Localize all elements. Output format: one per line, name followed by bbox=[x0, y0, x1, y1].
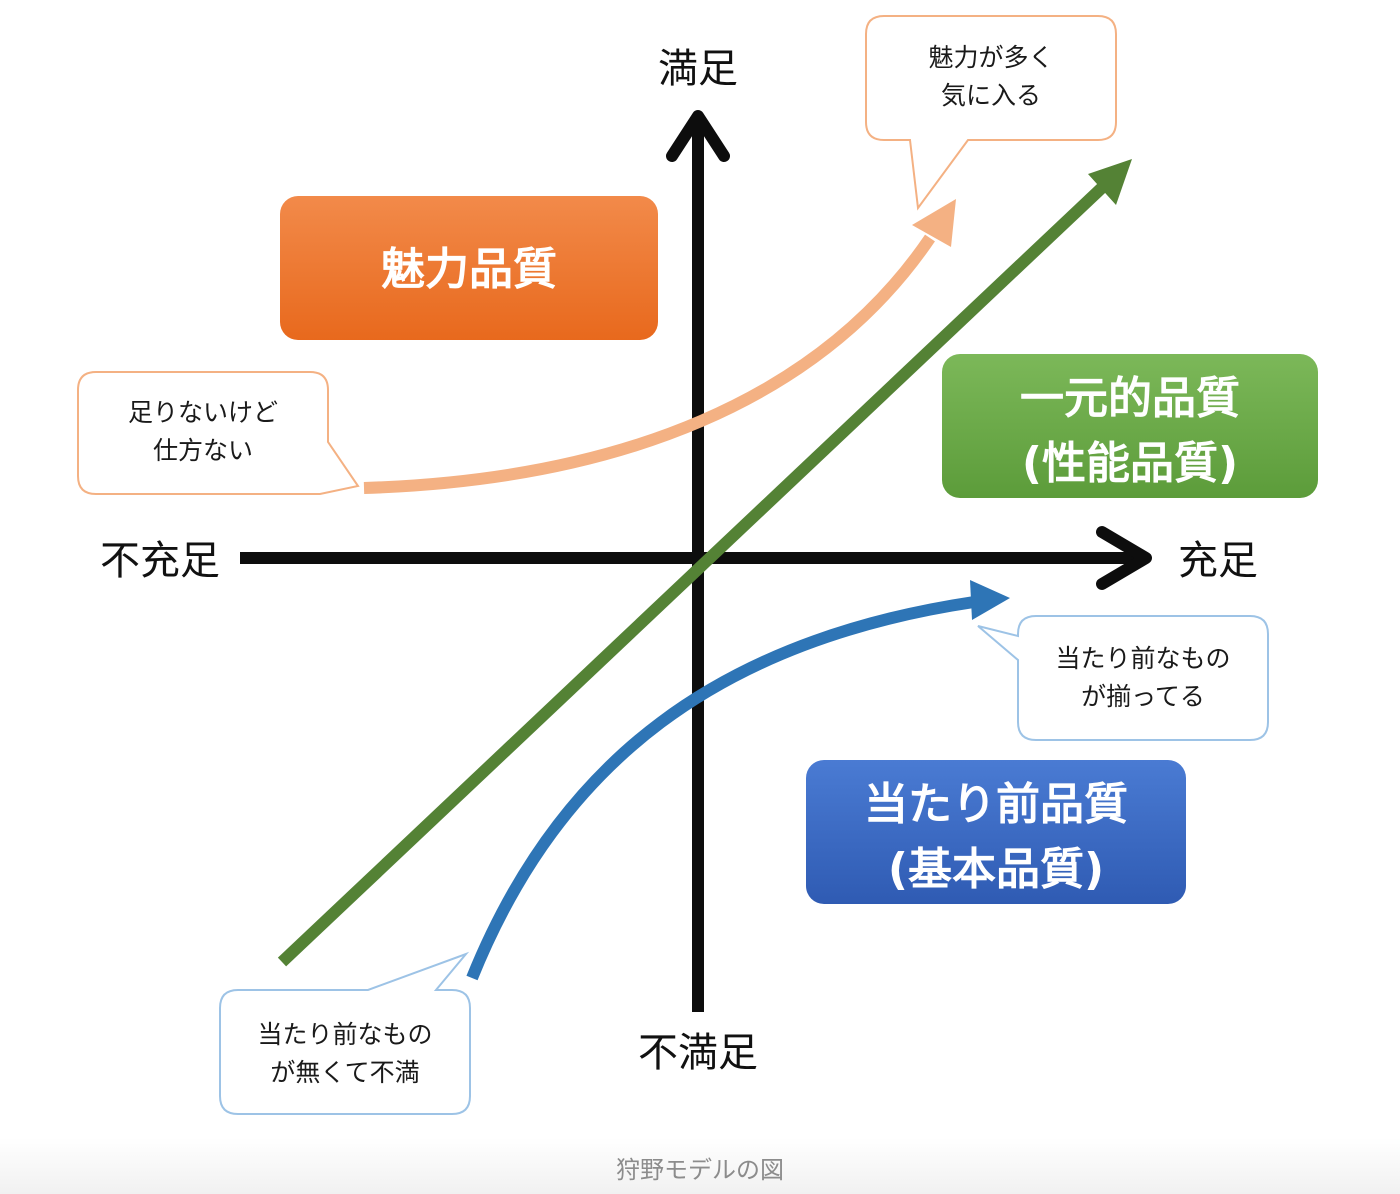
horizontal-axis bbox=[240, 526, 1152, 590]
callout-attractive-low: 足りないけど 仕方ない bbox=[77, 371, 360, 495]
callout-attractive-high-line2: 気に入る bbox=[941, 81, 1041, 110]
attractive-quality-curve bbox=[363, 199, 956, 494]
callout-attractive-low-line2: 仕方ない bbox=[153, 436, 253, 465]
must-be-quality-label: 当たり前品質 bbox=[864, 779, 1128, 830]
must-be-quality-curve bbox=[466, 580, 1010, 981]
one-dimensional-quality-box: 一元的品質 (性能品質) bbox=[942, 354, 1318, 498]
callout-must-be-low-line2: が無くて不満 bbox=[270, 1058, 419, 1087]
axis-label-sufficient: 充足 bbox=[1178, 538, 1258, 584]
one-dimensional-quality-line bbox=[277, 159, 1132, 967]
must-be-quality-box: 当たり前品質 (基本品質) bbox=[806, 760, 1186, 904]
callout-attractive-high: 魅力が多く 気に入る bbox=[865, 15, 1117, 211]
performance-quality-label: (性能品質) bbox=[1022, 438, 1238, 489]
axis-label-dissatisfied: 不満足 bbox=[638, 1030, 758, 1076]
callout-must-be-low: 当たり前なもの が無くて不満 bbox=[219, 951, 471, 1115]
caption-bar bbox=[0, 1138, 1400, 1194]
one-dimensional-quality-label: 一元的品質 bbox=[1020, 373, 1240, 424]
axis-label-satisfied: 満足 bbox=[658, 46, 738, 92]
attractive-quality-label: 魅力品質 bbox=[381, 244, 557, 295]
callout-must-be-high: 当たり前なもの が揃ってる bbox=[977, 615, 1269, 741]
attractive-quality-box: 魅力品質 bbox=[280, 196, 658, 340]
callout-must-be-high-line1: 当たり前なもの bbox=[1055, 644, 1230, 673]
callout-attractive-low-line1: 足りないけど bbox=[128, 398, 278, 427]
basic-quality-label: (基本品質) bbox=[888, 844, 1104, 895]
callout-must-be-low-line1: 当たり前なもの bbox=[257, 1020, 432, 1049]
figure-caption: 狩野モデルの図 bbox=[616, 1156, 784, 1184]
callout-must-be-high-line2: が揃ってる bbox=[1081, 682, 1205, 711]
axis-label-insufficient: 不充足 bbox=[100, 538, 220, 584]
callout-attractive-high-line1: 魅力が多く bbox=[928, 43, 1053, 72]
